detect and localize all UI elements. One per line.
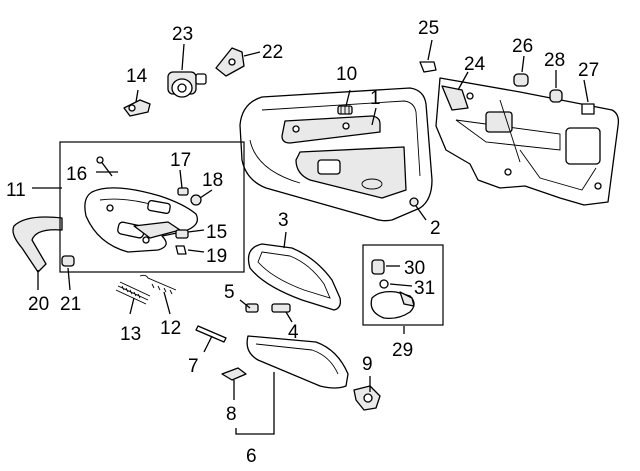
callout-29: 29	[392, 340, 413, 361]
clip-part-8	[221, 367, 247, 381]
screw-part-5	[245, 303, 259, 313]
screw-part-17	[177, 187, 189, 196]
courtesy-lamp-part-29	[370, 290, 415, 320]
callout-3: 3	[278, 210, 289, 231]
bezel-part-3	[247, 243, 342, 311]
callout-20: 20	[28, 294, 49, 315]
callout-17: 17	[170, 150, 191, 171]
callout-2: 2	[430, 218, 441, 239]
callout-6: 6	[246, 446, 257, 467]
spring-part-12	[139, 274, 177, 295]
door-trim-panel-part-1	[239, 87, 433, 222]
callout-27: 27	[578, 60, 599, 81]
callout-12: 12	[160, 318, 181, 339]
screw-part-10	[337, 105, 353, 115]
callout-9: 9	[362, 354, 373, 375]
clip-part-27	[581, 103, 595, 115]
retainer-part-19	[175, 245, 187, 255]
screw-part-4	[271, 303, 291, 313]
handle-part-14	[123, 99, 151, 117]
group-box-part-11	[59, 141, 245, 273]
callout-8: 8	[226, 404, 237, 425]
clip-part-28	[549, 89, 563, 103]
spring-part-13	[115, 281, 151, 305]
callout-5: 5	[224, 282, 235, 303]
callout-24: 24	[464, 54, 486, 75]
callout-18: 18	[202, 170, 223, 191]
callout-19: 19	[206, 246, 227, 267]
leader-lines	[32, 39, 589, 435]
screw-part-16	[96, 156, 113, 177]
callout-25: 25	[418, 18, 439, 39]
clip-part-26	[513, 73, 529, 87]
callout-31: 31	[414, 278, 435, 299]
bulb-part-30	[371, 259, 385, 275]
callout-10: 10	[336, 64, 357, 85]
callout-11: 11	[6, 180, 26, 201]
plug-part-18	[190, 194, 202, 206]
latch-part-9	[353, 385, 381, 411]
armrest-bracket-part-11	[84, 187, 199, 253]
clip-part-15	[175, 229, 189, 239]
callout-labels: 1 2 3 4 5 6 7 8 9 10 11 12 13 14 15 16 1…	[6, 18, 599, 467]
socket-part-31	[379, 279, 389, 289]
armrest-pad-part-20	[12, 216, 63, 273]
callout-26: 26	[512, 36, 533, 57]
callout-21: 21	[60, 294, 81, 315]
screw-part-2	[409, 197, 419, 207]
callout-23: 23	[172, 24, 193, 45]
callout-16: 16	[66, 164, 87, 185]
rod-part-7	[195, 325, 227, 343]
callout-4: 4	[288, 322, 299, 343]
group-box-part-29	[362, 244, 444, 326]
clip-part-25	[419, 61, 437, 73]
inner-door-panel-part-24	[435, 77, 620, 206]
callout-22: 22	[262, 42, 283, 63]
callout-15: 15	[206, 222, 227, 243]
callout-7: 7	[188, 356, 199, 377]
callout-30: 30	[404, 258, 425, 279]
callout-14: 14	[126, 66, 148, 87]
callout-13: 13	[120, 324, 141, 345]
bracket-part-22	[215, 47, 245, 77]
callout-1: 1	[370, 88, 381, 109]
lower-pocket-part-6	[246, 335, 349, 389]
switch-part-23	[167, 71, 207, 98]
callout-28: 28	[544, 50, 565, 71]
clip-part-21	[61, 255, 75, 267]
